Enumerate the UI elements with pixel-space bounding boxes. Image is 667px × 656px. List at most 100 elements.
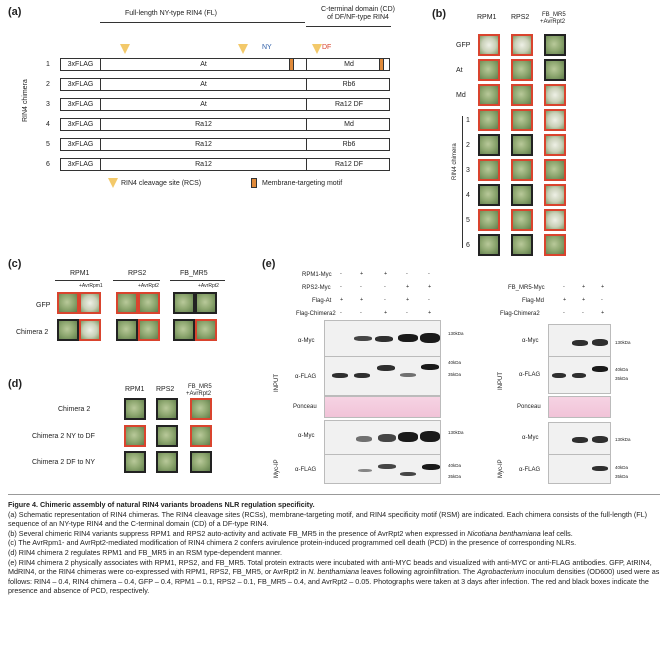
figure-caption: Figure 4. Chimeric assembly of natural R…: [8, 500, 660, 596]
cd-bracket: [306, 26, 391, 27]
treatment-sign: -: [340, 310, 342, 316]
blot-band: [572, 437, 588, 443]
treatment-sign: +: [360, 271, 364, 277]
leaf-photo: [173, 319, 195, 341]
leaf-photo: [511, 159, 533, 181]
fl-segment: Ra12: [195, 121, 212, 128]
d-col-fbmr5: FB_MR5: [188, 384, 212, 390]
b-col-avrrpt2: +AvrRpt2: [540, 19, 566, 25]
blot-band: [420, 431, 440, 442]
e-left-aflag2: α-FLAG: [295, 467, 317, 473]
chimera-row-number: 4: [46, 121, 50, 128]
treatment-sign: +: [340, 297, 344, 303]
leaf-photo: [511, 84, 533, 106]
leaf-photo: [190, 425, 212, 447]
b-row-label: 5: [466, 217, 470, 224]
treatment-sign: -: [384, 297, 386, 303]
leaf-photo: [478, 234, 500, 256]
treatment-sign: +: [406, 284, 410, 290]
blot-band: [375, 336, 393, 342]
caption-e: (e) RIN4 chimera 2 physically associates…: [8, 557, 660, 596]
leaf-photo: [544, 109, 566, 131]
fl-segment: At: [200, 61, 207, 68]
leaf-photo: [478, 34, 500, 56]
leaf-photo: [478, 109, 500, 131]
chimera-row-number: 1: [46, 61, 50, 68]
e-left-amyc2: α-Myc: [298, 433, 315, 439]
e-right-aflag2: α-FLAG: [519, 467, 541, 473]
caption-title-rest: Chimeric assembly of natural RIN4 varian…: [37, 500, 315, 509]
leaf-photo: [544, 159, 566, 181]
fl-segment: At: [200, 81, 207, 88]
fl-segment: At: [200, 101, 207, 108]
treatment-sign: -: [563, 310, 565, 316]
rin4-chimera-side-label: RIN4 chimera: [22, 79, 29, 122]
treatment-sign: -: [428, 297, 430, 303]
leaf-photo: [478, 159, 500, 181]
b-row-label: 6: [466, 242, 470, 249]
treatment-sign: -: [428, 271, 430, 277]
b-row-label: At: [456, 67, 463, 74]
blot-band: [354, 373, 370, 378]
treatment-sign: +: [601, 284, 605, 290]
blot-band: [592, 466, 608, 471]
blot-band: [420, 333, 440, 343]
c-row-chimera2: Chimera 2: [16, 329, 49, 336]
flag-tag: 3xFLAG: [61, 159, 101, 170]
e-right-amyc: α-Myc: [522, 338, 539, 344]
treatment-sign: -: [582, 310, 584, 316]
blot-band: [400, 472, 416, 476]
e-left-cond-flagat: Flag-At: [312, 298, 332, 304]
cd-segment: Ra12 DF: [334, 161, 363, 168]
treatment-sign: -: [406, 310, 408, 316]
e-left-myc-ip: Myc-IP: [274, 459, 280, 478]
c-sub-avrrpm1: +AvrRpm1: [79, 283, 103, 289]
e-right-aflag: α-FLAG: [519, 372, 541, 378]
treatment-sign: +: [360, 297, 364, 303]
c-sub-avrrpt2a: +AvrRpt2: [138, 283, 159, 289]
b-side-bracket: [462, 116, 463, 248]
chimera-row-number: 3: [46, 101, 50, 108]
e-right-m40b: 40kDa: [615, 465, 629, 470]
c-row-gfp: GFP: [36, 302, 51, 309]
caption-b: (b) Several chimeric RIN4 variants suppr…: [8, 528, 573, 538]
flag-tag: 3xFLAG: [61, 99, 101, 110]
leaf-photo: [478, 134, 500, 156]
legend-mt-text: Membrane-targeting motif: [262, 180, 343, 187]
leaf-photo: [195, 319, 217, 341]
leaf-photo: [511, 34, 533, 56]
b-col-rps2: RPS2: [511, 14, 530, 21]
leaf-photo: [190, 398, 212, 420]
b-col-rpm1: RPM1: [477, 14, 497, 21]
panel-e-label: (e): [262, 258, 276, 270]
fl-bracket: [100, 22, 305, 23]
panel-a-label: (a): [8, 6, 22, 18]
e-right-ponceau: Ponceau: [517, 404, 541, 410]
e-right-amyc2: α-Myc: [522, 435, 539, 441]
c-col-rpm1: RPM1: [70, 270, 90, 277]
d-col-avrrpt2: +AvrRpt2: [186, 391, 212, 397]
b-col-fbmr5: FB_MR5: [542, 12, 566, 18]
treatment-sign: -: [563, 284, 565, 290]
treatment-sign: +: [384, 310, 388, 316]
e-right-cond-flagmd: Flag-Md: [522, 298, 545, 304]
leaf-photo: [57, 319, 79, 341]
treatment-sign: -: [601, 297, 603, 303]
e-right-cond-flagchimera2: Flag-Chimera2: [500, 311, 540, 317]
e-left-blot-ponceau: [324, 396, 441, 418]
leaf-photo: [478, 209, 500, 231]
treatment-sign: -: [360, 284, 362, 290]
e-left-m35b: 35kDa: [448, 474, 462, 479]
blot-band: [592, 339, 608, 346]
flag-tag: 3xFLAG: [61, 139, 101, 150]
legend-rcs-icon: [108, 178, 118, 188]
caption-a: (a) Schematic representation of RIN4 chi…: [8, 509, 648, 529]
chimera-row-number: 5: [46, 141, 50, 148]
leaf-photo: [190, 451, 212, 473]
b-row-label: Md: [456, 92, 466, 99]
e-right-input: INPUT: [498, 372, 504, 390]
blot-band: [377, 365, 395, 371]
treatment-sign: +: [406, 297, 410, 303]
